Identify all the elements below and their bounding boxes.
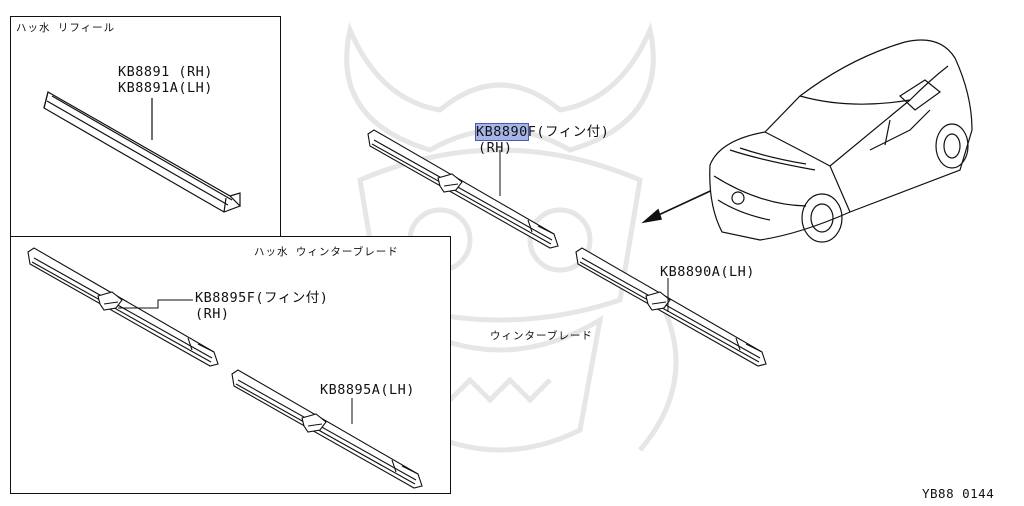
diagram-code: YB88 0144 [922, 486, 995, 501]
part-number: KB8895A [320, 382, 381, 398]
car-illustration [709, 39, 973, 243]
wiper-blade-rh-drawing [367, 129, 559, 249]
part-label-kb8890a[interactable]: KB8890A(LH) [660, 264, 755, 280]
winter-blade-caption: ウィンターブレード [490, 330, 593, 342]
part-label-kb8891a[interactable]: KB8891A(LH) [118, 80, 213, 96]
winter-panel-title: ハッ水 ウィンターブレード [254, 246, 399, 258]
leader-lines [118, 150, 669, 424]
part-label-kb8890f[interactable]: KB8890F(フィン付) [475, 123, 610, 141]
refill-strip-drawing [43, 91, 242, 213]
part-suffix: F [527, 124, 537, 140]
part-side-kb8895f: (RH) [195, 306, 230, 322]
part-number: KB8891A [118, 80, 179, 96]
part-side: (RH) [169, 64, 213, 80]
part-label-kb8895f[interactable]: KB8895F(フィン付) [195, 290, 328, 306]
part-number-highlighted[interactable]: KB8890 [475, 123, 529, 141]
part-number: KB8891 [118, 64, 170, 80]
part-side: (LH) [178, 80, 213, 96]
part-side-kb8890f: (RH) [478, 140, 513, 156]
part-label-kb8891[interactable]: KB8891 (RH) [118, 64, 213, 80]
part-note: (フィン付) [536, 124, 610, 140]
part-side: (LH) [720, 264, 755, 280]
part-side: (LH) [380, 382, 415, 398]
part-number: KB8890A [660, 264, 721, 280]
part-label-kb8895a[interactable]: KB8895A(LH) [320, 382, 415, 398]
part-number: KB8895F [195, 290, 256, 306]
part-note: (フィン付) [255, 290, 329, 306]
refill-panel-title: ハッ水 リフィール [16, 22, 116, 34]
